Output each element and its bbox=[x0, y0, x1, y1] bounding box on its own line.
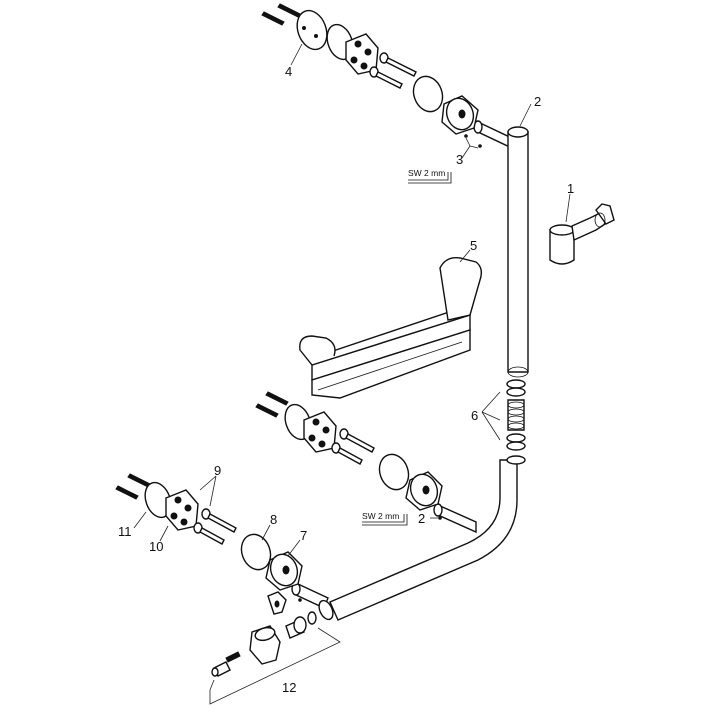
callout-2-top: 2 bbox=[534, 94, 541, 109]
callout-2-bottom: 2 bbox=[418, 511, 425, 526]
shower-holder-part bbox=[549, 203, 615, 265]
callout-10: 10 bbox=[149, 539, 163, 554]
callout-7: 7 bbox=[300, 528, 307, 543]
callout-labels: 2 1 4 3 5 6 2 8 7 9 10 11 12 SW 2 mm SW … bbox=[118, 64, 574, 695]
callout-9: 9 bbox=[214, 463, 221, 478]
connector-rings-part bbox=[506, 379, 526, 451]
callout-12: 12 bbox=[282, 680, 296, 695]
bottom-wall-mount bbox=[115, 473, 303, 591]
middle-wall-mount bbox=[255, 391, 443, 526]
top-wall-mount bbox=[261, 3, 482, 184]
callout-5: 5 bbox=[470, 238, 477, 253]
callout-4: 4 bbox=[285, 64, 292, 79]
leader-lines bbox=[133, 43, 571, 705]
tool-label-bottom: SW 2 mm bbox=[362, 511, 399, 521]
callout-3: 3 bbox=[456, 152, 463, 167]
callout-11: 11 bbox=[118, 524, 132, 539]
callout-8: 8 bbox=[270, 512, 277, 527]
main-rail bbox=[291, 120, 529, 621]
callout-1: 1 bbox=[567, 181, 574, 196]
shelf-part bbox=[299, 257, 483, 399]
callout-6: 6 bbox=[471, 408, 478, 423]
hand-shower-holder-part bbox=[211, 591, 317, 677]
tool-label-top: SW 2 mm bbox=[408, 168, 445, 178]
